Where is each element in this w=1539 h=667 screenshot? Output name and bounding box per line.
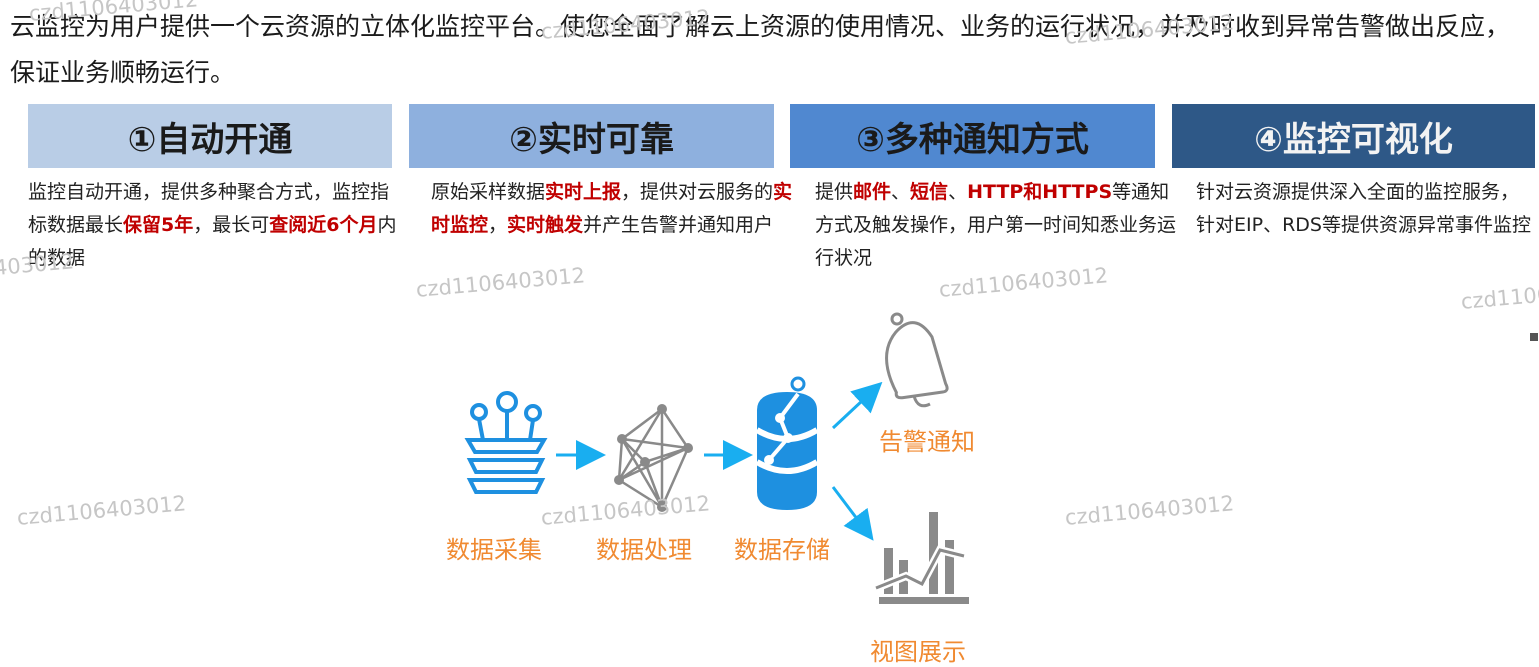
label-data-processing: 数据处理 — [596, 536, 692, 564]
card-desc-visual: 针对云资源提供深入全面的监控服务，针对EIP、RDS等提供资源异常事件监控 — [1196, 176, 1536, 242]
arrow-storage-to-alert — [831, 381, 883, 430]
data-processing-icon — [614, 404, 693, 512]
bell-icon — [885, 312, 949, 408]
highlight-text: 查阅近6个月 — [269, 214, 378, 236]
chart-icon — [874, 512, 969, 604]
highlight-text: 实时监控 — [431, 181, 793, 236]
card-desc-auto-enable: 监控自动开通，提供多种聚合方式，监控指标数据最长保留5年，最长可查阅近6个月内的… — [28, 176, 398, 275]
card-title-realtime: ②实时可靠 — [409, 104, 774, 168]
label-alert-notify: 告警通知 — [879, 428, 975, 456]
desc-text: ， — [488, 214, 508, 236]
desc-text: 、 — [948, 181, 968, 203]
card-desc-realtime: 原始采样数据实时上报，提供对云服务的实时监控，实时触发并产生告警并通知用户 — [431, 176, 801, 242]
label-data-collection: 数据采集 — [446, 536, 542, 564]
card-title-notify: ③多种通知方式 — [790, 104, 1155, 168]
edge-marker — [1530, 333, 1538, 341]
highlight-text: HTTP和HTTPS — [967, 181, 1113, 203]
highlight-text: 邮件 — [853, 181, 892, 203]
desc-text: 原始采样数据 — [431, 181, 546, 203]
highlight-text: 保留5年 — [123, 214, 194, 236]
desc-text: ，提供对云服务的 — [621, 181, 774, 203]
desc-text: 并产生告警并通知用户 — [583, 214, 774, 236]
desc-text: 监控自动开通，提供多种聚合方式，监控指标数据最长 — [28, 181, 390, 236]
desc-text: 针对云资源提供深入全面的监控服务，针对EIP、RDS等提供资源异常事件监控 — [1196, 181, 1531, 236]
desc-text: 提供 — [815, 181, 854, 203]
highlight-text: 实时触发 — [507, 214, 584, 236]
desc-text: 等通知方式及触发操作，用户第一时间知悉业务运行状况 — [815, 181, 1177, 269]
card-title-auto-enable: ①自动开通 — [28, 104, 392, 168]
desc-text: 、 — [891, 181, 911, 203]
card-desc-notify: 提供邮件、短信、HTTP和HTTPS等通知方式及触发操作，用户第一时间知悉业务运… — [815, 176, 1185, 275]
arrow-storage-to-view — [831, 486, 874, 541]
intro-paragraph: 云监控为用户提供一个云资源的立体化监控平台。使您全面了解云上资源的使用情况、业务… — [10, 12, 1511, 87]
highlight-text: 短信 — [910, 181, 949, 203]
label-data-storage: 数据存储 — [734, 536, 830, 564]
label-view-display: 视图展示 — [870, 638, 966, 666]
desc-text: 内的数据 — [28, 214, 397, 269]
desc-text: ，最长可 — [193, 214, 270, 236]
data-storage-icon — [755, 376, 819, 510]
data-collection-icon — [464, 391, 548, 494]
highlight-text: 实时上报 — [545, 181, 622, 203]
card-title-visual: ④监控可视化 — [1172, 104, 1535, 168]
